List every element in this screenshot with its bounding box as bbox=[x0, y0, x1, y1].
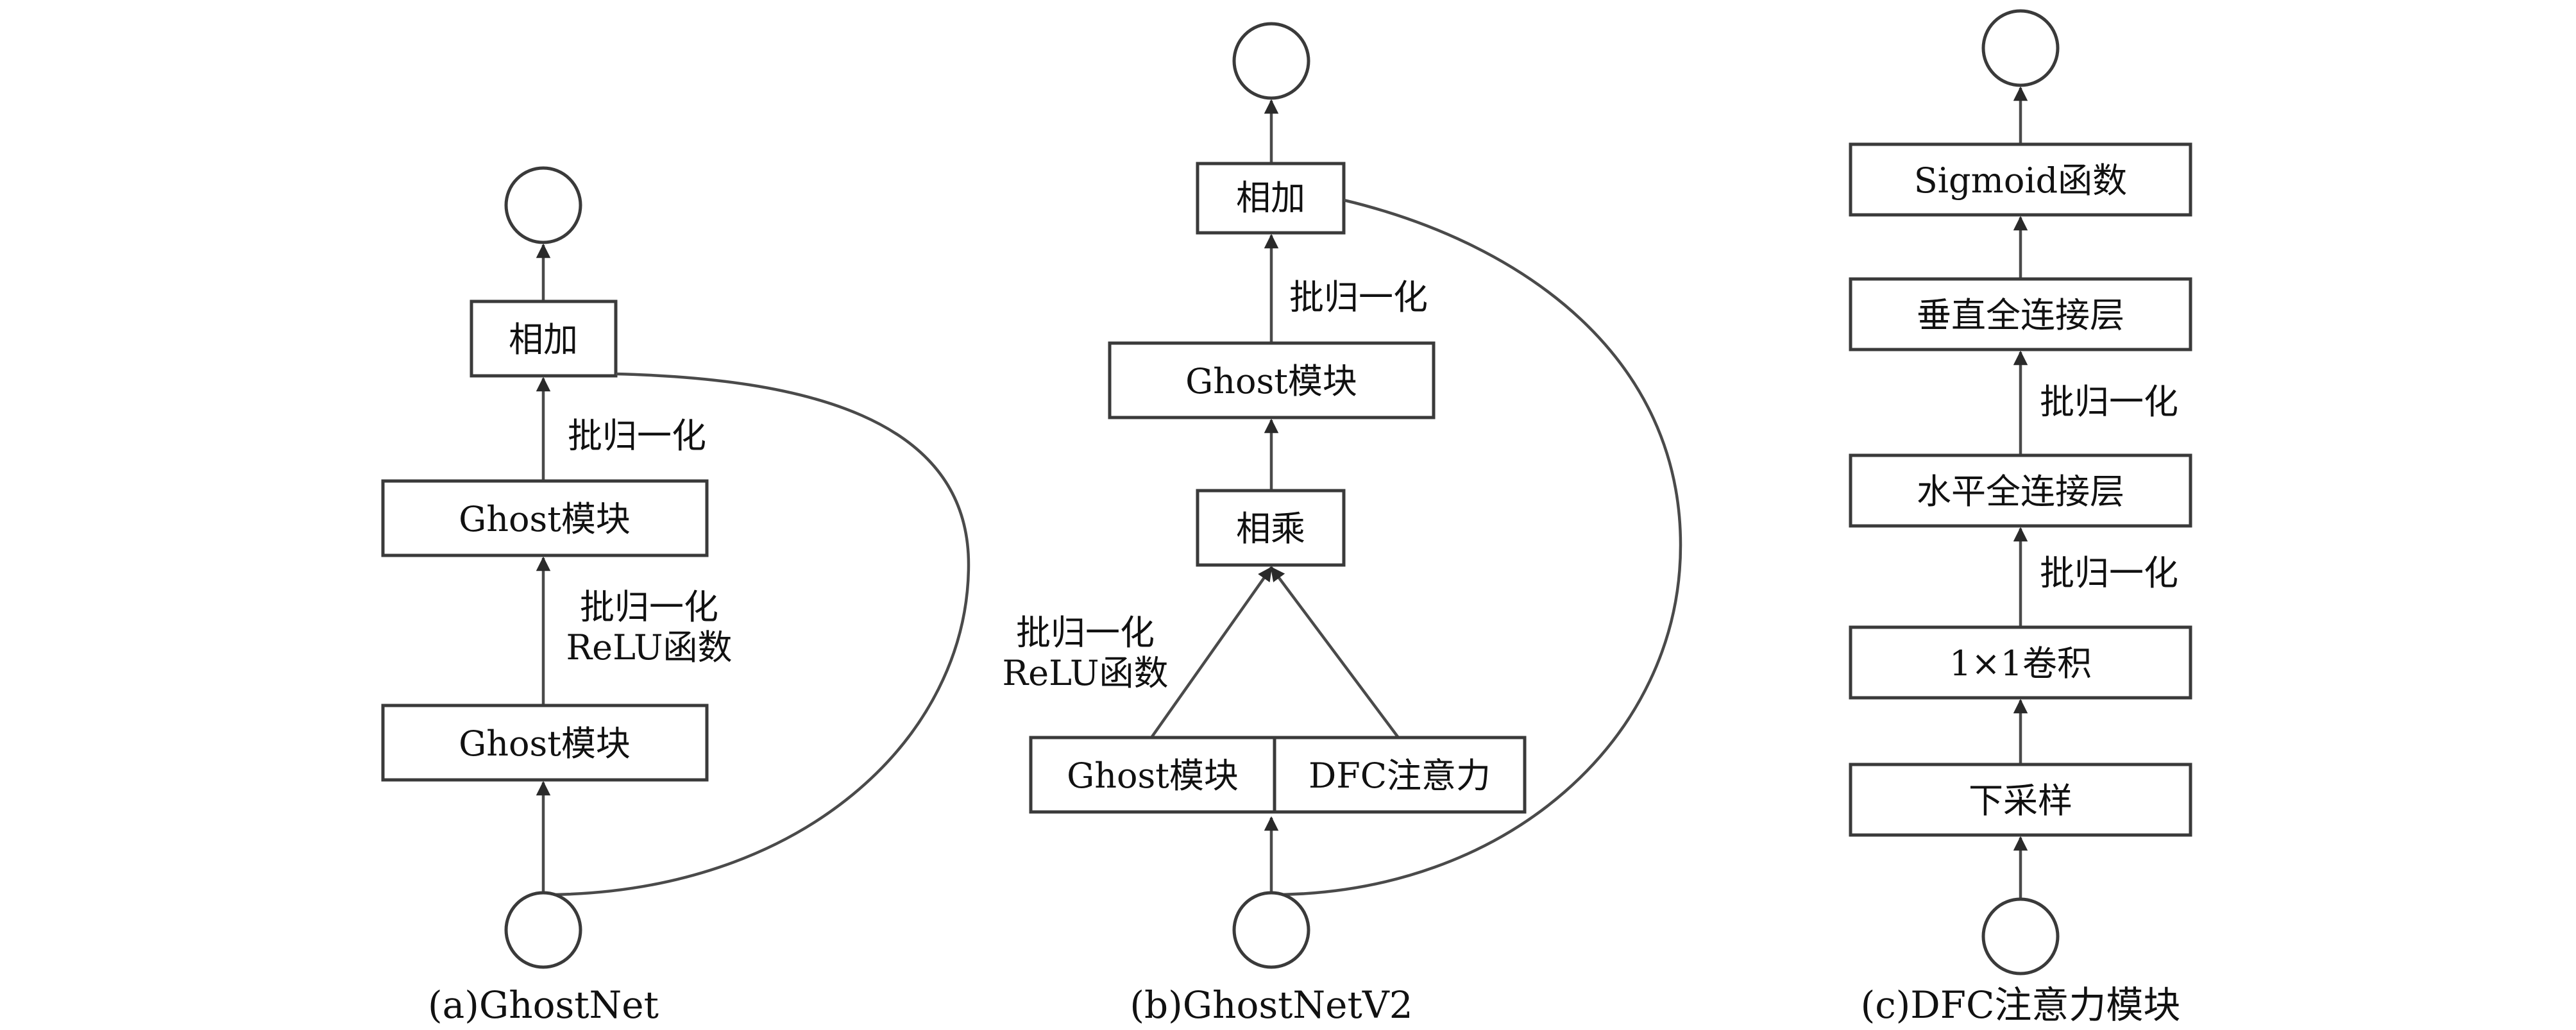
panel-a-input-node bbox=[504, 891, 582, 969]
panel-b-ghost-top-box bbox=[1108, 341, 1436, 419]
panel-c-sigmoid-box bbox=[1849, 142, 2192, 217]
panel-a-bn-label: 批归一化 bbox=[568, 416, 706, 456]
panel-c-conv-box bbox=[1849, 625, 2192, 700]
panel-b-bn-relu-line2: ReLU函数 bbox=[1002, 653, 1168, 693]
panel-a-caption: (a)GhostNet bbox=[428, 983, 659, 1027]
panel-c-vertical-fc-box bbox=[1849, 277, 2192, 351]
panel-a-ghostnet: 相加 批归一化 Ghost模块 批归一化 ReLU函数 Ghost模块 (a)G… bbox=[381, 166, 970, 1027]
panel-b-ghost-top-label: Ghost模块 bbox=[1185, 361, 1357, 401]
panel-c-bn1-label: 批归一化 bbox=[2040, 382, 2178, 422]
panel-a-ghost-bottom-box bbox=[381, 704, 709, 782]
panel-a-bn-relu-line1: 批归一化 bbox=[580, 587, 718, 627]
panel-b-ghost-bottom-label: Ghost模块 bbox=[1067, 756, 1239, 796]
panel-c-horizontal-fc-box bbox=[1849, 453, 2192, 528]
panel-b-multiply-label: 相乘 bbox=[1236, 509, 1305, 549]
panel-b-multiply-box bbox=[1196, 489, 1346, 567]
panel-b-bn-relu-line1: 批归一化 bbox=[1016, 612, 1155, 653]
panel-c-conv-label: 1×1卷积 bbox=[1949, 643, 2092, 684]
panel-b-bn-label: 批归一化 bbox=[1289, 277, 1428, 317]
panel-a-ghost-bottom-label: Ghost模块 bbox=[459, 723, 631, 764]
panel-b-ghostnetv2: 相加 批归一化 Ghost模块 相乘 批归一化 ReLU函数 Ghost模块 D… bbox=[1002, 22, 1682, 1027]
panel-c-downsample-label: 下采样 bbox=[1969, 781, 2072, 821]
panel-a-skip-connection bbox=[543, 372, 970, 897]
panel-b-input-node bbox=[1232, 891, 1310, 969]
panel-b-dfc-label: DFC注意力 bbox=[1309, 756, 1491, 796]
panel-b-dfc-box bbox=[1273, 736, 1527, 814]
panel-b-add-label: 相加 bbox=[1236, 178, 1305, 218]
panel-b-arrow-dfc-mult bbox=[1270, 566, 1400, 739]
panel-c-downsample-box bbox=[1849, 763, 2192, 837]
panel-a-bn-relu-line2: ReLU函数 bbox=[566, 627, 732, 668]
panel-b-ghost-bottom-box bbox=[1029, 736, 1276, 814]
panel-a-add-label: 相加 bbox=[509, 319, 578, 360]
panel-b-arrow-ghost-mult bbox=[1150, 566, 1273, 739]
panel-c-output-node bbox=[1981, 9, 2060, 87]
panel-c-dfc-attention: Sigmoid函数 垂直全连接层 批归一化 水平全连接层 批归一化 1×1卷积 … bbox=[1849, 9, 2192, 1027]
panel-c-input-node bbox=[1981, 897, 2060, 975]
panel-a-output-node bbox=[504, 166, 582, 244]
panel-c-horizontal-fc-label: 水平全连接层 bbox=[1917, 471, 2124, 512]
panel-a-ghost-top-box bbox=[381, 479, 709, 557]
panel-b-add-box bbox=[1196, 162, 1346, 235]
panel-c-sigmoid-label: Sigmoid函数 bbox=[1914, 160, 2127, 201]
panel-c-caption: (c)DFC注意力模块 bbox=[1861, 983, 2181, 1027]
panel-c-vertical-fc-label: 垂直全连接层 bbox=[1917, 295, 2124, 335]
panel-a-ghost-top-label: Ghost模块 bbox=[459, 499, 631, 539]
panel-b-skip-connection bbox=[1271, 198, 1682, 897]
panel-c-bn2-label: 批归一化 bbox=[2040, 553, 2178, 593]
panel-b-caption: (b)GhostNetV2 bbox=[1130, 983, 1412, 1027]
panel-b-output-node bbox=[1232, 22, 1310, 100]
panel-a-add-box bbox=[470, 300, 618, 378]
